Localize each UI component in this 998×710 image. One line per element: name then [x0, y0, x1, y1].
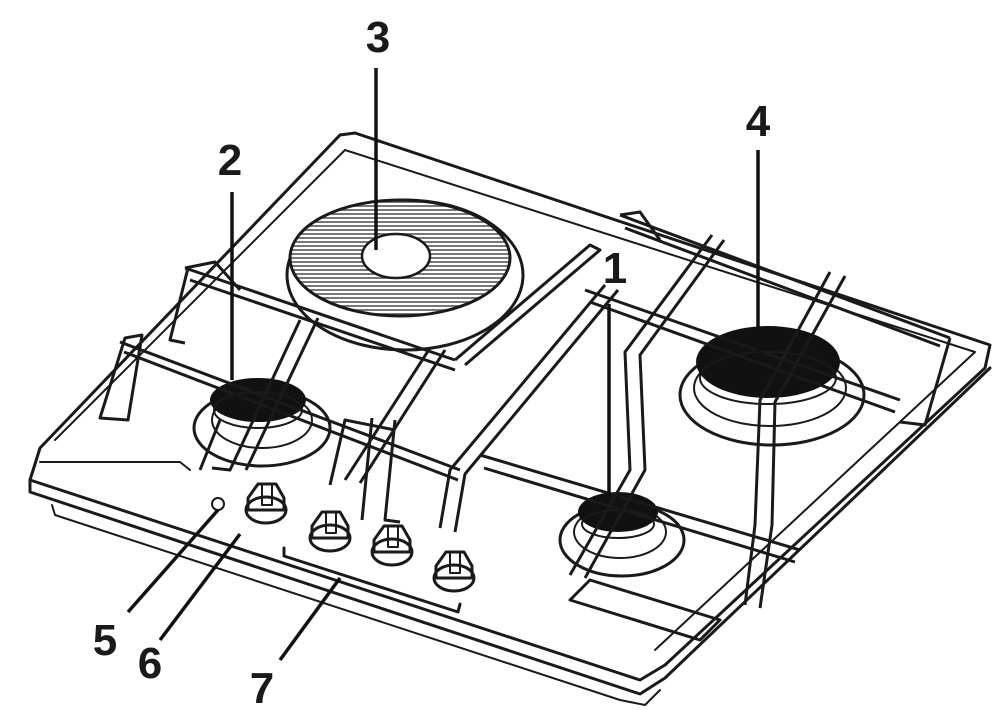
pan-support-left	[98, 243, 602, 524]
control-knob-4[interactable]	[432, 550, 476, 593]
knob-symbols-strip	[282, 546, 462, 614]
callout-1: 1	[603, 244, 627, 293]
burner-semi-rapid	[558, 492, 686, 578]
callout-4: 4	[746, 97, 771, 146]
control-knob-1[interactable]	[244, 482, 288, 525]
leader-lines	[126, 68, 760, 662]
callout-3: 3	[366, 13, 390, 62]
pan-support-right	[438, 210, 952, 642]
callout-6: 6	[138, 639, 162, 688]
ignition-indicator[interactable]	[211, 497, 225, 511]
callout-5: 5	[93, 616, 117, 665]
control-knob-3[interactable]	[370, 524, 414, 567]
electric-hotplate	[285, 198, 525, 352]
callout-7: 7	[250, 664, 274, 710]
callout-2: 2	[218, 136, 242, 185]
hob-top-plate	[28, 131, 992, 706]
control-knob-2[interactable]	[308, 510, 352, 553]
